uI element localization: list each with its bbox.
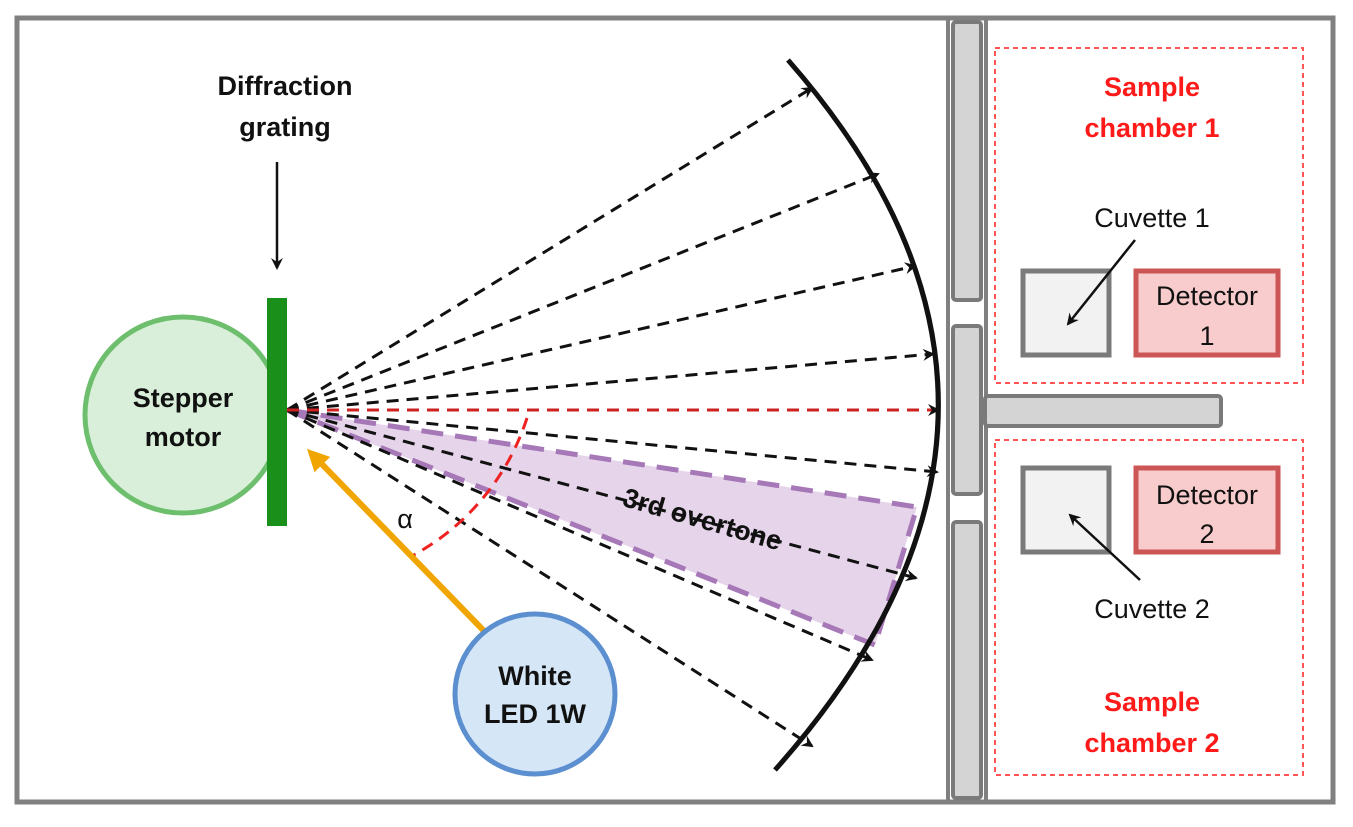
sample-chamber-1-label-2: chamber 1 xyxy=(1084,113,1219,143)
ray xyxy=(286,408,918,582)
alpha-label: α xyxy=(397,504,413,534)
white-led-label-2: LED 1W xyxy=(484,699,587,729)
white-led xyxy=(452,611,618,777)
overtone-wedge xyxy=(286,407,921,649)
sample-chamber-1-label-1: Sample xyxy=(1104,72,1200,102)
white-led-label-1: White xyxy=(498,661,572,691)
ray xyxy=(286,408,939,478)
ray xyxy=(286,86,814,412)
ray xyxy=(286,408,814,748)
diffraction-grating-label-1: Diffraction xyxy=(218,71,353,101)
sample-chamber-2-label-2: chamber 2 xyxy=(1084,728,1219,758)
detector-1-label-2: 1 xyxy=(1199,321,1214,351)
concave-mirror xyxy=(773,58,941,772)
cuvette-2-pointer xyxy=(1068,513,1141,581)
detector-2 xyxy=(1133,465,1281,555)
detector-1 xyxy=(1133,268,1281,358)
cuvette-1-label: Cuvette 1 xyxy=(1094,203,1210,233)
diffraction-grating-label-2: grating xyxy=(239,112,331,142)
slit-plate-middle xyxy=(951,324,983,496)
slit-plate-bottom xyxy=(951,520,983,800)
stepper-motor xyxy=(82,314,284,516)
detector-2-label-1: Detector xyxy=(1156,480,1258,510)
cuvette-1-pointer xyxy=(1066,239,1136,326)
detector-1-label-1: Detector xyxy=(1156,281,1258,311)
sample-chamber-2-label-1: Sample xyxy=(1104,687,1200,717)
ray xyxy=(286,172,880,412)
sample-chamber-2-box xyxy=(994,439,1304,776)
sample-chamber-1-box xyxy=(994,47,1304,384)
outer-frame xyxy=(14,15,1336,805)
detector-2-label-2: 2 xyxy=(1199,519,1214,549)
cuvette-1 xyxy=(1020,268,1112,358)
ray xyxy=(286,408,874,662)
chamber-separator xyxy=(983,394,1223,428)
cuvette-2-label: Cuvette 2 xyxy=(1094,594,1210,624)
led-beam xyxy=(307,448,488,635)
stepper-motor-label-1: Stepper xyxy=(133,383,234,413)
slit-plate-top xyxy=(951,20,983,302)
alpha-angle-arc xyxy=(409,417,529,559)
diffraction-grating xyxy=(267,298,287,526)
ray xyxy=(286,348,935,412)
ray xyxy=(286,262,917,412)
dispersed-rays xyxy=(286,86,939,748)
stepper-motor-label-2: motor xyxy=(145,422,222,452)
